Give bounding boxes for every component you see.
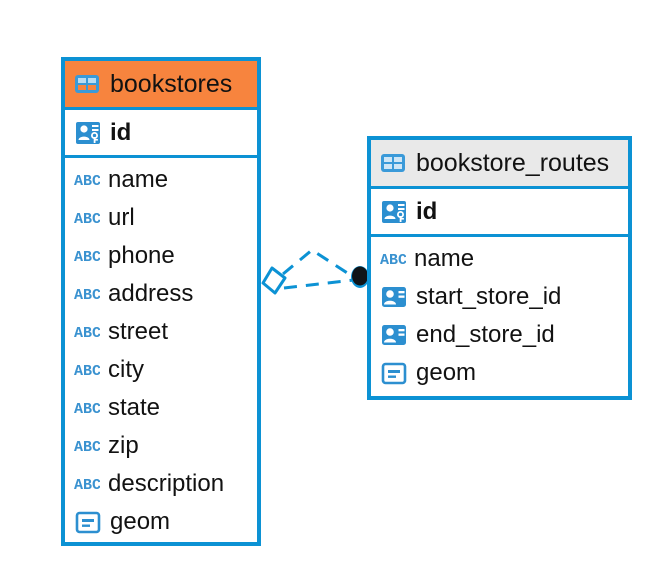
attribute-row-street[interactable]: ABC street (65, 313, 257, 351)
attribute-label: name (108, 166, 169, 193)
svg-text:ABC: ABC (74, 477, 100, 494)
attribute-row-name[interactable]: ABC name (371, 240, 628, 278)
entity-header-bookstore-routes: bookstore_routes (371, 140, 628, 186)
attribute-row-url[interactable]: ABC url (65, 199, 257, 237)
attribute-label: id (110, 118, 132, 146)
attribute-label: zip (108, 432, 139, 459)
attribute-label: geom (416, 359, 477, 386)
attribute-label: start_store_id (416, 283, 562, 310)
attribute-label: street (108, 318, 169, 345)
attribute-row-city[interactable]: ABC city (65, 351, 257, 389)
primary-key-section: id (371, 186, 628, 237)
attribute-row-address[interactable]: ABC address (65, 275, 257, 313)
columns-section: ABC name start_store_id (371, 237, 628, 396)
attribute-row-id[interactable]: id (371, 189, 628, 234)
attribute-row-geom[interactable]: geom (371, 354, 628, 392)
attribute-label: id (416, 197, 438, 225)
svg-text:ABC: ABC (74, 401, 100, 418)
attribute-row-description[interactable]: ABC description (65, 465, 257, 503)
svg-text:ABC: ABC (74, 173, 100, 190)
attribute-label: phone (108, 242, 175, 269)
attribute-label: geom (110, 508, 171, 535)
attribute-label: description (108, 470, 225, 497)
geometry-icon (381, 362, 407, 385)
attribute-label: url (108, 204, 135, 231)
abc-text-icon: ABC (74, 439, 100, 456)
abc-text-icon: ABC (74, 173, 100, 190)
attribute-label: state (108, 394, 161, 421)
abc-text-icon: ABC (74, 325, 100, 342)
primary-key-icon (76, 121, 100, 144)
abc-text-icon: ABC (74, 211, 100, 228)
attribute-label: city (108, 356, 144, 383)
abc-text-icon: ABC (74, 401, 100, 418)
foreign-key-icon (382, 287, 406, 307)
attribute-row-start-store-id[interactable]: start_store_id (371, 278, 628, 316)
table-icon (75, 75, 99, 93)
attribute-row-phone[interactable]: ABC phone (65, 237, 257, 275)
abc-text-icon: ABC (74, 249, 100, 266)
attribute-row-name[interactable]: ABC name (65, 161, 257, 199)
attribute-label: end_store_id (416, 321, 555, 348)
relationship-line-upper (282, 248, 356, 280)
foreign-key-icon (382, 325, 406, 345)
abc-text-icon: ABC (74, 363, 100, 380)
abc-text-icon: ABC (74, 477, 100, 494)
svg-text:ABC: ABC (380, 252, 406, 269)
attribute-label: address (108, 280, 194, 307)
svg-text:ABC: ABC (74, 363, 100, 380)
attribute-row-zip[interactable]: ABC zip (65, 427, 257, 465)
relationship-line-lower (283, 278, 355, 290)
entity-header-bookstores: bookstores (65, 61, 257, 107)
entity-title: bookstores (110, 69, 233, 98)
geometry-icon (75, 511, 101, 534)
abc-text-icon: ABC (74, 287, 100, 304)
primary-key-section: id (65, 107, 257, 158)
attribute-row-geom[interactable]: geom (65, 503, 257, 541)
abc-text-icon: ABC (380, 252, 406, 269)
entity-bookstores[interactable]: bookstores id ABC (61, 57, 261, 546)
entity-bookstore-routes[interactable]: bookstore_routes id ABC (367, 136, 632, 400)
attribute-label: name (414, 245, 475, 272)
columns-section: ABC name ABC url ABC phone ABC (65, 158, 257, 545)
attribute-row-end-store-id[interactable]: end_store_id (371, 316, 628, 354)
svg-text:ABC: ABC (74, 287, 100, 304)
attribute-row-state[interactable]: ABC state (65, 389, 257, 427)
svg-text:ABC: ABC (74, 439, 100, 456)
svg-text:ABC: ABC (74, 325, 100, 342)
entity-title: bookstore_routes (416, 148, 610, 177)
svg-text:ABC: ABC (74, 249, 100, 266)
attribute-row-id[interactable]: id (65, 110, 257, 155)
svg-text:ABC: ABC (74, 211, 100, 228)
diamond-marker (261, 266, 287, 295)
primary-key-icon (382, 200, 406, 223)
table-icon (381, 154, 405, 172)
